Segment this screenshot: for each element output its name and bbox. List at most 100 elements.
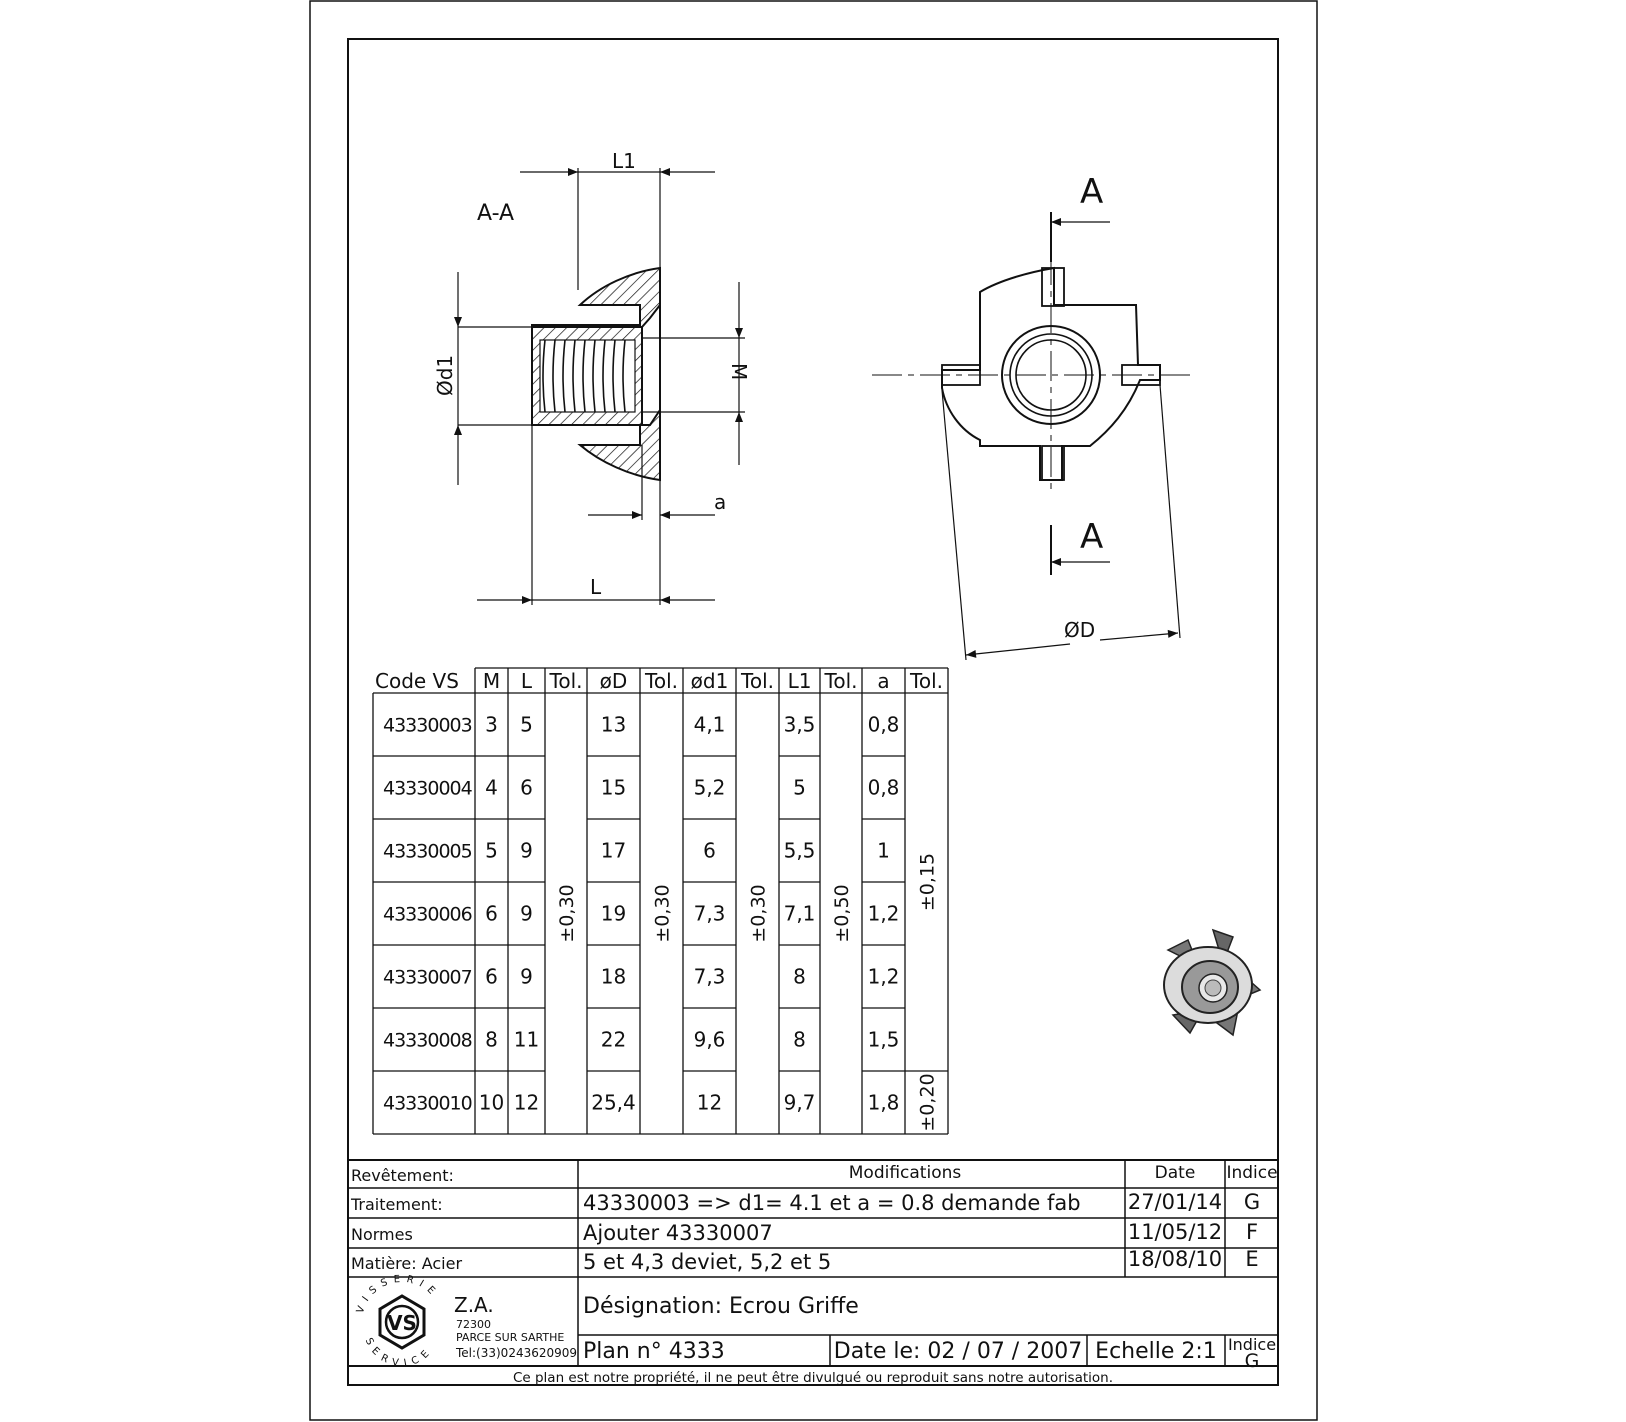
- tol-a-main: ±0,15: [917, 853, 939, 911]
- table-cell-D: 25,4: [591, 1091, 636, 1115]
- table-cell-M: 5: [485, 839, 498, 863]
- table-cell-code: 43330008: [383, 1030, 472, 1052]
- indice-value: G: [1245, 1350, 1260, 1372]
- dim-L1-label: L1: [612, 149, 636, 173]
- mod-1-text: 43330003 => d1= 4.1 et a = 0.8 demande f…: [583, 1191, 1081, 1215]
- table-header-6: ød1: [691, 669, 729, 693]
- table-cell-M: 4: [485, 776, 498, 800]
- table-cell-L1: 8: [793, 1028, 806, 1052]
- table-cell-L1: 3,5: [784, 713, 816, 737]
- table-header-0: Code VS: [375, 669, 459, 693]
- thread-lines: [542, 339, 626, 413]
- tol-a-last: ±0,20: [917, 1073, 939, 1131]
- table-cell-L1: 7,1: [784, 902, 816, 926]
- table-cell-a: 0,8: [868, 713, 900, 737]
- table-cell-L: 5: [520, 713, 533, 737]
- table-cell-L: 9: [520, 839, 533, 863]
- table-cell-d1: 5,2: [694, 776, 726, 800]
- outer-border: [309, 0, 1318, 1421]
- mod-2-text: Ajouter 43330007: [583, 1221, 773, 1245]
- tol-L1: ±0,50: [831, 884, 853, 942]
- table-cell-d1: 4,1: [694, 713, 726, 737]
- inner-frame: [347, 38, 1279, 1386]
- table-cell-a: 1,8: [868, 1091, 900, 1115]
- table-cell-M: 3: [485, 713, 498, 737]
- table-cell-M: 8: [485, 1028, 498, 1052]
- dim-L-label: L: [590, 575, 602, 599]
- table-cell-a: 1,2: [868, 965, 900, 989]
- table-header-9: Tol.: [824, 669, 858, 693]
- table-cell-D: 15: [601, 776, 626, 800]
- table-cell-D: 18: [601, 965, 626, 989]
- mod-3-date: 18/08/10: [1128, 1247, 1222, 1271]
- table-cell-L: 9: [520, 902, 533, 926]
- company-city: PARCE SUR SARTHE: [456, 1331, 564, 1344]
- plan-number: Plan n° 4333: [583, 1339, 725, 1364]
- company-postcode: 72300: [456, 1318, 491, 1331]
- cut-label-bottom: A: [1080, 517, 1103, 557]
- indice-header: Indice: [1226, 1163, 1277, 1183]
- dim-D-label: ØD: [1064, 618, 1095, 642]
- section-view: A-A L1 Ød1 M: [433, 149, 751, 605]
- company-logo: VISSERIE SERVICE VS: [355, 1274, 435, 1370]
- table-header-11: Tol.: [909, 669, 943, 693]
- dim-M-label: M: [727, 363, 751, 380]
- traitement-label: Traitement:: [350, 1195, 443, 1214]
- table-cell-L1: 5,5: [784, 839, 816, 863]
- tol-d1: ±0,30: [748, 884, 770, 942]
- thread-bore: [539, 339, 636, 413]
- logo-letters: VS: [387, 1311, 417, 1335]
- table-cell-d1: 7,3: [694, 902, 726, 926]
- table-cell-L: 12: [514, 1091, 539, 1115]
- isometric-preview: [1163, 928, 1262, 1037]
- modifications-header: Modifications: [849, 1163, 962, 1183]
- table-cell-a: 1,2: [868, 902, 900, 926]
- front-view: A A ØD: [872, 172, 1190, 661]
- table-cell-M: 6: [485, 965, 498, 989]
- table-header-10: a: [877, 669, 889, 693]
- mod-2-indice: F: [1246, 1220, 1258, 1244]
- drawing-date: Date le: 02 / 07 / 2007: [834, 1339, 1082, 1364]
- table-cell-L1: 8: [793, 965, 806, 989]
- section-label: A-A: [477, 201, 514, 226]
- table-cell-L1: 5: [793, 776, 806, 800]
- table-cell-M: 6: [485, 902, 498, 926]
- table-cell-L: 11: [514, 1028, 539, 1052]
- footer-notice: Ce plan est notre propriété, il ne peut …: [513, 1370, 1113, 1386]
- table-header-3: Tol.: [549, 669, 583, 693]
- mod-1-date: 27/01/14: [1128, 1190, 1222, 1214]
- mod-2-date: 11/05/12: [1128, 1220, 1222, 1244]
- table-cell-D: 22: [601, 1028, 626, 1052]
- table-cell-L1: 9,7: [784, 1091, 816, 1115]
- table-cell-d1: 6: [703, 839, 716, 863]
- table-header-8: L1: [788, 669, 812, 693]
- table-cell-L: 9: [520, 965, 533, 989]
- table-cell-d1: 12: [697, 1091, 722, 1115]
- table-cell-d1: 9,6: [694, 1028, 726, 1052]
- indice-label: Indice: [1228, 1335, 1276, 1354]
- dim-d1-label: Ød1: [433, 355, 457, 396]
- normes-label: Normes: [351, 1225, 413, 1244]
- table-cell-code: 43330006: [383, 904, 472, 926]
- table-cell-M: 10: [479, 1091, 504, 1115]
- table-header-1: M: [483, 669, 500, 693]
- table-cell-code: 43330004: [383, 778, 473, 800]
- mod-1-indice: G: [1244, 1190, 1260, 1214]
- table-cell-code: 43330010: [383, 1093, 472, 1115]
- table-cell-D: 17: [601, 839, 626, 863]
- dim-a-label: a: [714, 490, 726, 514]
- table-cell-d1: 7,3: [694, 965, 726, 989]
- section-top-part: [531, 266, 661, 328]
- table-header-5: Tol.: [644, 669, 678, 693]
- designation: Désignation: Ecrou Griffe: [583, 1294, 859, 1319]
- table-cell-a: 0,8: [868, 776, 900, 800]
- title-block-text: Revêtement: Traitement: Normes Matière: …: [350, 1163, 1278, 1386]
- cut-label-top: A: [1080, 172, 1103, 212]
- company-tel: Tel:(33)0243620909: [455, 1346, 577, 1360]
- table-cell-code: 43330007: [383, 967, 472, 989]
- section-bottom-part: [577, 406, 661, 482]
- table-header-2: L: [521, 669, 533, 693]
- table-cell-code: 43330005: [383, 841, 472, 863]
- mod-3-text: 5 et 4,3 deviet, 5,2 et 5: [583, 1250, 831, 1274]
